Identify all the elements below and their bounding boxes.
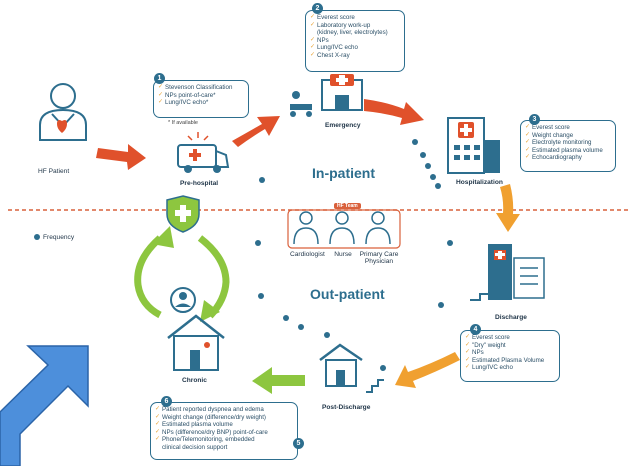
step-2-item: Lung/IVC echo	[310, 44, 400, 52]
legend-dot	[34, 234, 40, 240]
step-2-item: Laboratory work-up (kidney, liver, elect…	[310, 22, 400, 37]
arrow-postdischarge-to-chronic	[252, 367, 305, 394]
step-1-footnote: * If available	[168, 120, 198, 126]
arrow-emergency-to-hospitalization	[364, 99, 424, 125]
step-4-item: "Dry" weight	[465, 342, 555, 350]
node-label-hospitalization: Hospitalization	[456, 179, 503, 186]
step-5-item: Patient reported dyspnea and edema	[155, 406, 293, 414]
arrow-discharge-to-postdischarge	[395, 352, 460, 388]
step-1-item: Lung/IVC echo*	[158, 99, 244, 107]
step-badge-1: 1	[154, 73, 165, 84]
team-member-nurse: Nurse	[334, 251, 352, 258]
node-label-postdischarge: Post-Discharge	[322, 404, 371, 411]
step-box-3: Everest score Weight change Electrolyte …	[520, 120, 616, 172]
step-box-4: Everest score "Dry" weight NPs Estimated…	[460, 330, 560, 382]
outpatient-title: Out-patient	[310, 286, 385, 302]
step-1-item: Stevenson Classification	[158, 84, 244, 92]
big-pointer-arrow	[0, 345, 89, 466]
step-badge-5: 5	[293, 438, 304, 449]
team-member-cardiologist: Cardiologist	[290, 251, 325, 258]
hf-team-title: HF Team	[334, 203, 361, 209]
step-3-item: Estimated plasma volume	[525, 147, 611, 155]
step-3-item: Weight change	[525, 132, 611, 140]
cycle-arrow-right	[197, 235, 230, 319]
step-4-item: Lung/IVC echo	[465, 364, 555, 372]
step-2-item: NPs	[310, 37, 400, 45]
cycle-arrow-left	[134, 235, 163, 319]
team-icons	[293, 211, 391, 245]
step-box-2: Everest score Laboratory work-up (kidney…	[305, 10, 405, 72]
chronic-house-icon	[167, 287, 225, 371]
heart-icon	[57, 120, 67, 133]
emergency-building-icon	[290, 74, 363, 117]
node-label-prehospital: Pre-hospital	[180, 180, 219, 187]
node-label-emergency: Emergency	[325, 122, 361, 129]
arrow-prehospital-to-emergency	[232, 116, 280, 147]
arrow-patient-to-prehospital	[96, 144, 146, 170]
shield-icon	[166, 195, 200, 233]
step-5-item: NPs (difference/dry BNP) point-of-care	[155, 429, 293, 437]
node-label-discharge: Discharge	[495, 314, 527, 321]
discharge-icon	[470, 244, 545, 301]
node-label-patient: HF Patient	[38, 168, 70, 175]
step-4-item: Estimated Plasma Volume	[465, 357, 555, 365]
team-member-physician: Primary Care Physician	[359, 251, 399, 265]
step-5-item: Weight change (difference/dry weight)	[155, 414, 293, 422]
step-badge-6: 6	[161, 396, 172, 407]
legend-label: Frequency	[43, 234, 75, 241]
step-5-item: Phone/Telemonitoring, embedded clinical …	[155, 436, 293, 451]
step-5-item: Estimated plasma volume	[155, 421, 293, 429]
step-3-item: Electrolyte monitoring	[525, 139, 611, 147]
step-badge-2: 2	[312, 3, 323, 14]
step-box-5: Patient reported dyspnea and edema Weigh…	[150, 402, 298, 460]
post-discharge-house-icon	[319, 343, 386, 393]
hospital-icon	[447, 117, 500, 174]
step-2-item: Everest score	[310, 14, 400, 22]
step-badge-4: 4	[470, 324, 481, 335]
step-3-item: Everest score	[525, 124, 611, 132]
hf-team-frame	[287, 209, 401, 249]
step-1-item: NPs point-of-care*	[158, 92, 244, 100]
step-2-item: Chest X-ray	[310, 52, 400, 60]
step-3-item: Echocardiography	[525, 154, 611, 162]
node-label-chronic: Chronic	[182, 377, 207, 384]
inpatient-title: In-patient	[312, 165, 375, 181]
step-4-item: NPs	[465, 349, 555, 357]
arrow-hospitalization-to-discharge	[496, 184, 520, 232]
step-badge-3: 3	[529, 114, 540, 125]
frequency-dots	[255, 139, 453, 338]
step-box-1: Stevenson Classification NPs point-of-ca…	[153, 80, 249, 118]
step-4-item: Everest score	[465, 334, 555, 342]
ambulance-icon	[177, 132, 230, 173]
